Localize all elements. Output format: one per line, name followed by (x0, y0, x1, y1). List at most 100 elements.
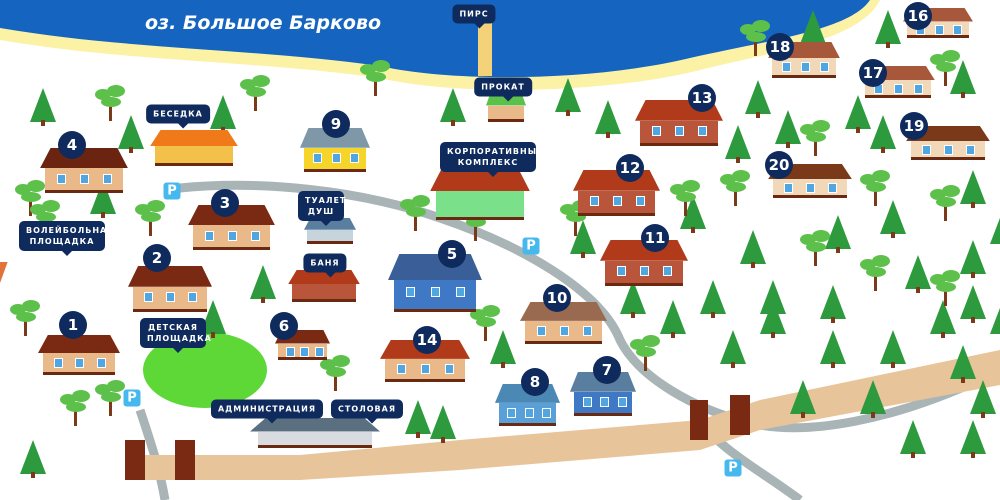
deciduous-tree-icon (740, 20, 770, 56)
deciduous-tree-icon (240, 75, 270, 111)
label-pier[interactable]: ПИРС (452, 4, 496, 29)
administration-building[interactable] (250, 418, 380, 448)
pine-tree-icon (405, 400, 431, 438)
pine-tree-icon (250, 265, 276, 303)
house-wall (393, 280, 477, 312)
pine-tree-icon (960, 240, 986, 278)
parking-sign[interactable]: P (163, 182, 181, 200)
house-number-badge[interactable]: 14 (413, 326, 441, 354)
house-number-badge[interactable]: 6 (270, 312, 298, 340)
house-number-badge[interactable]: 2 (143, 244, 171, 272)
deciduous-tree-icon (95, 85, 125, 121)
label-toilet-shower[interactable]: ТУАЛЕТ ДУШ (298, 191, 345, 226)
pine-tree-icon (950, 345, 976, 383)
pine-tree-icon (595, 100, 621, 138)
house-number-badge[interactable]: 11 (641, 224, 669, 252)
pine-tree-icon (820, 285, 846, 323)
house-5[interactable] (388, 254, 482, 312)
house-number-badge[interactable]: 19 (900, 112, 928, 140)
pine-tree-icon (20, 440, 46, 478)
label-canteen[interactable]: СТОЛОВАЯ (330, 399, 404, 424)
pine-tree-icon (720, 330, 746, 368)
roof (250, 418, 380, 432)
pine-tree-icon (960, 170, 986, 208)
house-roof (388, 254, 482, 281)
gazebo-building[interactable] (150, 130, 238, 166)
house-wall (573, 391, 633, 416)
volleyball-court (0, 262, 8, 292)
label-administration[interactable]: АДМИНИСТРАЦИЯ (210, 399, 324, 424)
label-banya[interactable]: БАНЯ (303, 253, 347, 278)
deciduous-tree-icon (720, 170, 750, 206)
house-number-badge[interactable]: 13 (688, 84, 716, 112)
pine-tree-icon (880, 200, 906, 238)
parking-sign[interactable]: P (522, 237, 540, 255)
parking-sign[interactable]: P (724, 459, 742, 477)
pine-tree-icon (490, 330, 516, 368)
house-20[interactable] (768, 164, 852, 198)
house-number-badge[interactable]: 17 (859, 59, 887, 87)
banya-building[interactable] (288, 270, 360, 302)
parking-sign[interactable]: P (123, 389, 141, 407)
pine-tree-icon (760, 300, 786, 338)
corporate-building[interactable] (430, 168, 530, 220)
house-number-badge[interactable]: 20 (765, 151, 793, 179)
pine-tree-icon (825, 215, 851, 253)
label-gazebo[interactable]: БЕСЕДКА (146, 104, 210, 129)
label-volleyball-court[interactable]: ВОЛЕЙБОЛЬНАЯ ПЛОЩАДКА (19, 221, 113, 256)
house-wall (385, 358, 465, 382)
house-number-badge[interactable]: 8 (521, 368, 549, 396)
deciduous-tree-icon (400, 195, 430, 231)
house-number-badge[interactable]: 7 (593, 356, 621, 384)
house-number-badge[interactable]: 3 (211, 189, 239, 217)
lake (0, 0, 870, 78)
deciduous-tree-icon (670, 180, 700, 216)
house-number-badge[interactable]: 4 (58, 131, 86, 159)
house-number-badge[interactable]: 12 (616, 154, 644, 182)
deciduous-tree-icon (10, 300, 40, 336)
deciduous-tree-icon (930, 185, 960, 221)
deciduous-tree-icon (930, 270, 960, 306)
roof (150, 130, 238, 147)
house-2[interactable] (128, 266, 212, 312)
pine-tree-icon (800, 10, 826, 48)
deciduous-tree-icon (60, 390, 90, 426)
label-rental[interactable]: ПРОКАТ (474, 77, 532, 102)
house-3[interactable] (188, 205, 275, 250)
label-playground[interactable]: ДЕТСКАЯ ПЛОЩАДКА (140, 318, 211, 353)
gate-left (125, 395, 750, 480)
pine-tree-icon (870, 115, 896, 153)
house-10[interactable] (520, 302, 607, 344)
pine-tree-icon (905, 255, 931, 293)
pine-tree-icon (700, 280, 726, 318)
pine-tree-icon (930, 300, 956, 338)
house-number-badge[interactable]: 1 (59, 311, 87, 339)
pine-tree-icon (430, 405, 456, 443)
pine-tree-icon (970, 380, 996, 418)
house-number-badge[interactable]: 9 (322, 110, 350, 138)
house-number-badge[interactable]: 16 (904, 2, 932, 30)
house-wall (640, 120, 718, 146)
house-wall (42, 353, 116, 375)
pine-tree-icon (990, 300, 1000, 334)
house-wall (193, 225, 270, 250)
house-number-badge[interactable]: 18 (766, 33, 794, 61)
house-number-badge[interactable]: 10 (543, 284, 571, 312)
house-6[interactable] (275, 330, 330, 360)
pine-tree-icon (790, 380, 816, 418)
deciduous-tree-icon (470, 305, 500, 341)
house-number-badge[interactable]: 5 (438, 240, 466, 268)
house-4[interactable] (40, 148, 128, 193)
pier-boardwalk (478, 16, 492, 76)
pine-tree-icon (990, 210, 1000, 244)
pine-tree-icon (845, 95, 871, 133)
deciduous-tree-icon (800, 120, 830, 156)
house-13[interactable] (635, 100, 723, 146)
house-1[interactable] (38, 335, 120, 375)
deciduous-tree-icon (930, 50, 960, 86)
house-12[interactable] (573, 170, 660, 216)
house-wall (278, 343, 327, 360)
label-corporate-complex[interactable]: КОРПОРАТИВНЫЙ КОМПЛЕКС (440, 142, 544, 177)
